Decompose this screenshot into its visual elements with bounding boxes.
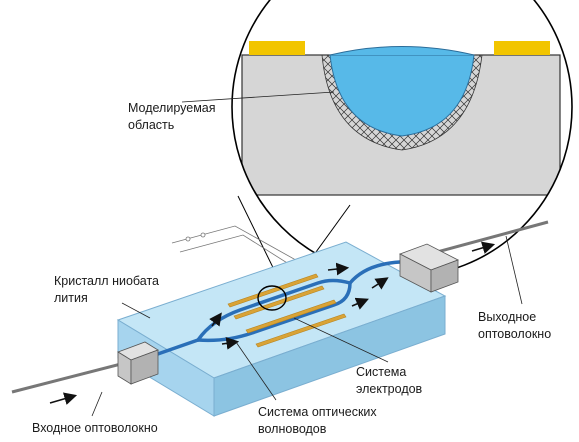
input-fiber-assembly (11, 341, 159, 394)
arrow-output-fiber (471, 241, 496, 254)
zoom-electrode-left (249, 41, 305, 55)
electrode-system (227, 273, 347, 348)
arrow-output-chip (371, 277, 389, 290)
light-direction-arrows (49, 241, 496, 405)
label-waveguides: Система оптических волноводов (258, 405, 380, 436)
leader-lines (91, 91, 523, 417)
electrode-strip-1 (227, 273, 319, 308)
waveguide-lower-arm (196, 281, 352, 343)
leader-output-fiber (505, 235, 523, 305)
output-fiber-assembly (399, 220, 549, 293)
arrow-after-upper (327, 262, 350, 276)
label-output-fiber: Выходное оптоволокно (478, 310, 551, 341)
arrow-lower-arm (221, 337, 240, 350)
leader-input-fiber (91, 391, 103, 417)
optical-waveguides (150, 260, 402, 358)
leader-crystal (121, 302, 151, 319)
arrow-upper-arm (209, 312, 222, 327)
leader-electrodes (293, 317, 389, 363)
waveguide-input (150, 338, 200, 358)
electrode-strip-4 (255, 313, 347, 348)
label-modeled-region: Моделируемая область (128, 101, 219, 132)
arrow-input (49, 392, 78, 405)
zoom-source-circle (257, 285, 287, 311)
electrode-strip-2 (233, 285, 325, 320)
leader-modeled-region (181, 91, 335, 103)
leader-waveguides (235, 341, 277, 401)
label-electrodes: Система электродов (356, 365, 423, 396)
label-input-fiber: Входное оптоволокно (32, 421, 158, 435)
mode-field-region (329, 54, 475, 137)
input-holder-side (130, 349, 159, 385)
zoom-inset (231, 0, 573, 289)
label-crystal: Кристалл ниобата лития (54, 274, 162, 305)
crystal-side-face (213, 295, 446, 417)
waveguide-output (348, 260, 402, 285)
arrow-after-lower (351, 297, 369, 310)
waveguide-upper-arm (196, 278, 352, 342)
electrode-strip-3 (245, 299, 337, 334)
zoom-electrode-right (494, 41, 550, 55)
output-holder-side (430, 259, 459, 293)
